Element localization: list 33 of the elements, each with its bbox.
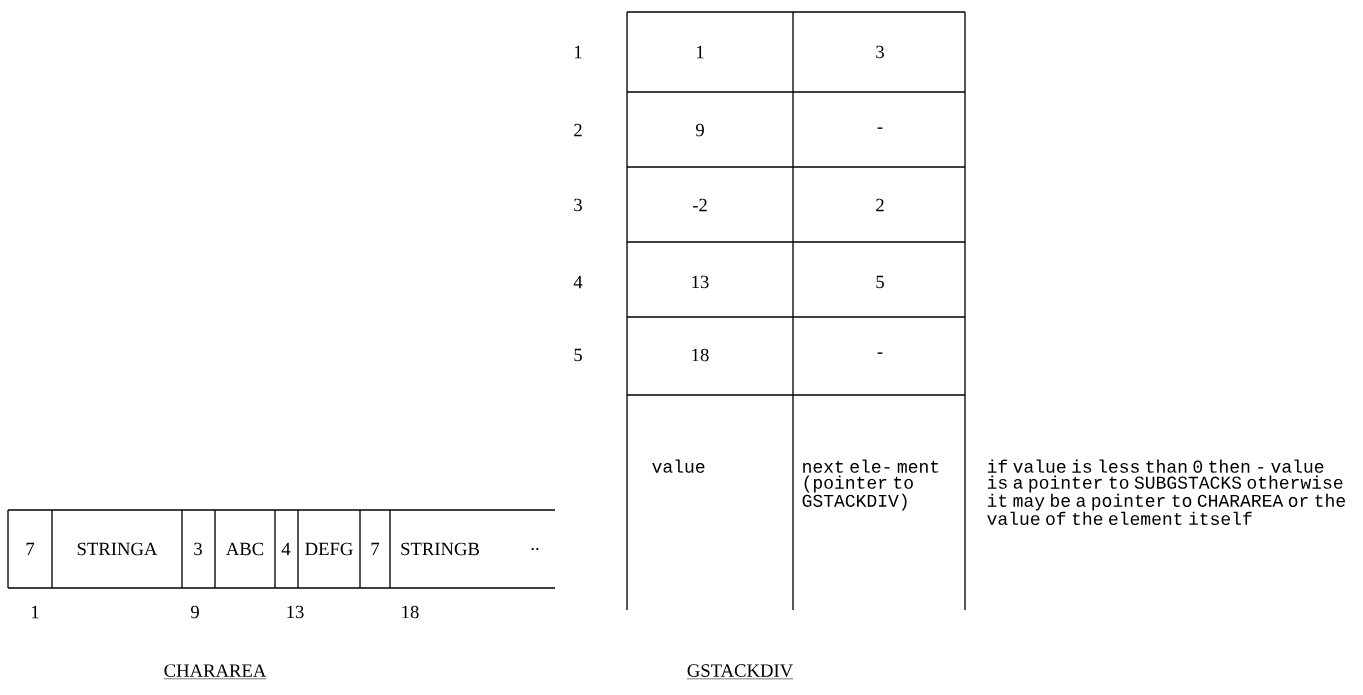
- table-cell: 4: [281, 542, 291, 556]
- column-caption: next ele- ment (pointer to GSTACKDIV): [802, 459, 939, 511]
- table-cell: ..: [531, 547, 539, 551]
- row-number: 3: [574, 198, 582, 212]
- note-text: if value is less than 0 then - value is a pointer to SUBGSTACKS otherwise it may be a pointer to CHARAREA or the value of the element itself: [987, 459, 1345, 526]
- table-cell: 13: [692, 275, 709, 289]
- table-cell: DEFG: [305, 542, 353, 556]
- table-cell: 3: [194, 542, 202, 556]
- offset-number: 18: [402, 605, 419, 619]
- table-cell: 7: [371, 542, 380, 556]
- table-cell: STRINGB: [401, 542, 480, 556]
- caption: CHARAREA: [163, 664, 267, 680]
- row-number: 1: [574, 45, 582, 59]
- row-number: 2: [574, 123, 582, 137]
- table-cell: STRINGA: [77, 542, 158, 556]
- row-number: 5: [574, 348, 582, 362]
- table-cell: 3: [876, 45, 884, 59]
- table-cell: -2: [692, 198, 707, 212]
- table-cell: 2: [876, 198, 884, 212]
- table-cell: 1: [696, 45, 704, 59]
- table-cell: 5: [876, 275, 884, 289]
- offset-number: 13: [287, 605, 304, 619]
- table-cell: -: [877, 127, 883, 129]
- table-cell: 9: [695, 123, 704, 137]
- table-cell: ABC: [226, 542, 264, 556]
- column-caption: value: [652, 459, 705, 473]
- table-cell: 18: [692, 348, 709, 362]
- row-number: 4: [573, 275, 583, 289]
- offset-number: 9: [190, 605, 199, 619]
- offset-number: 1: [32, 605, 39, 619]
- table-cell: -: [877, 352, 883, 354]
- caption: GSTACKDIV: [686, 664, 794, 680]
- table-cell: 7: [26, 542, 35, 556]
